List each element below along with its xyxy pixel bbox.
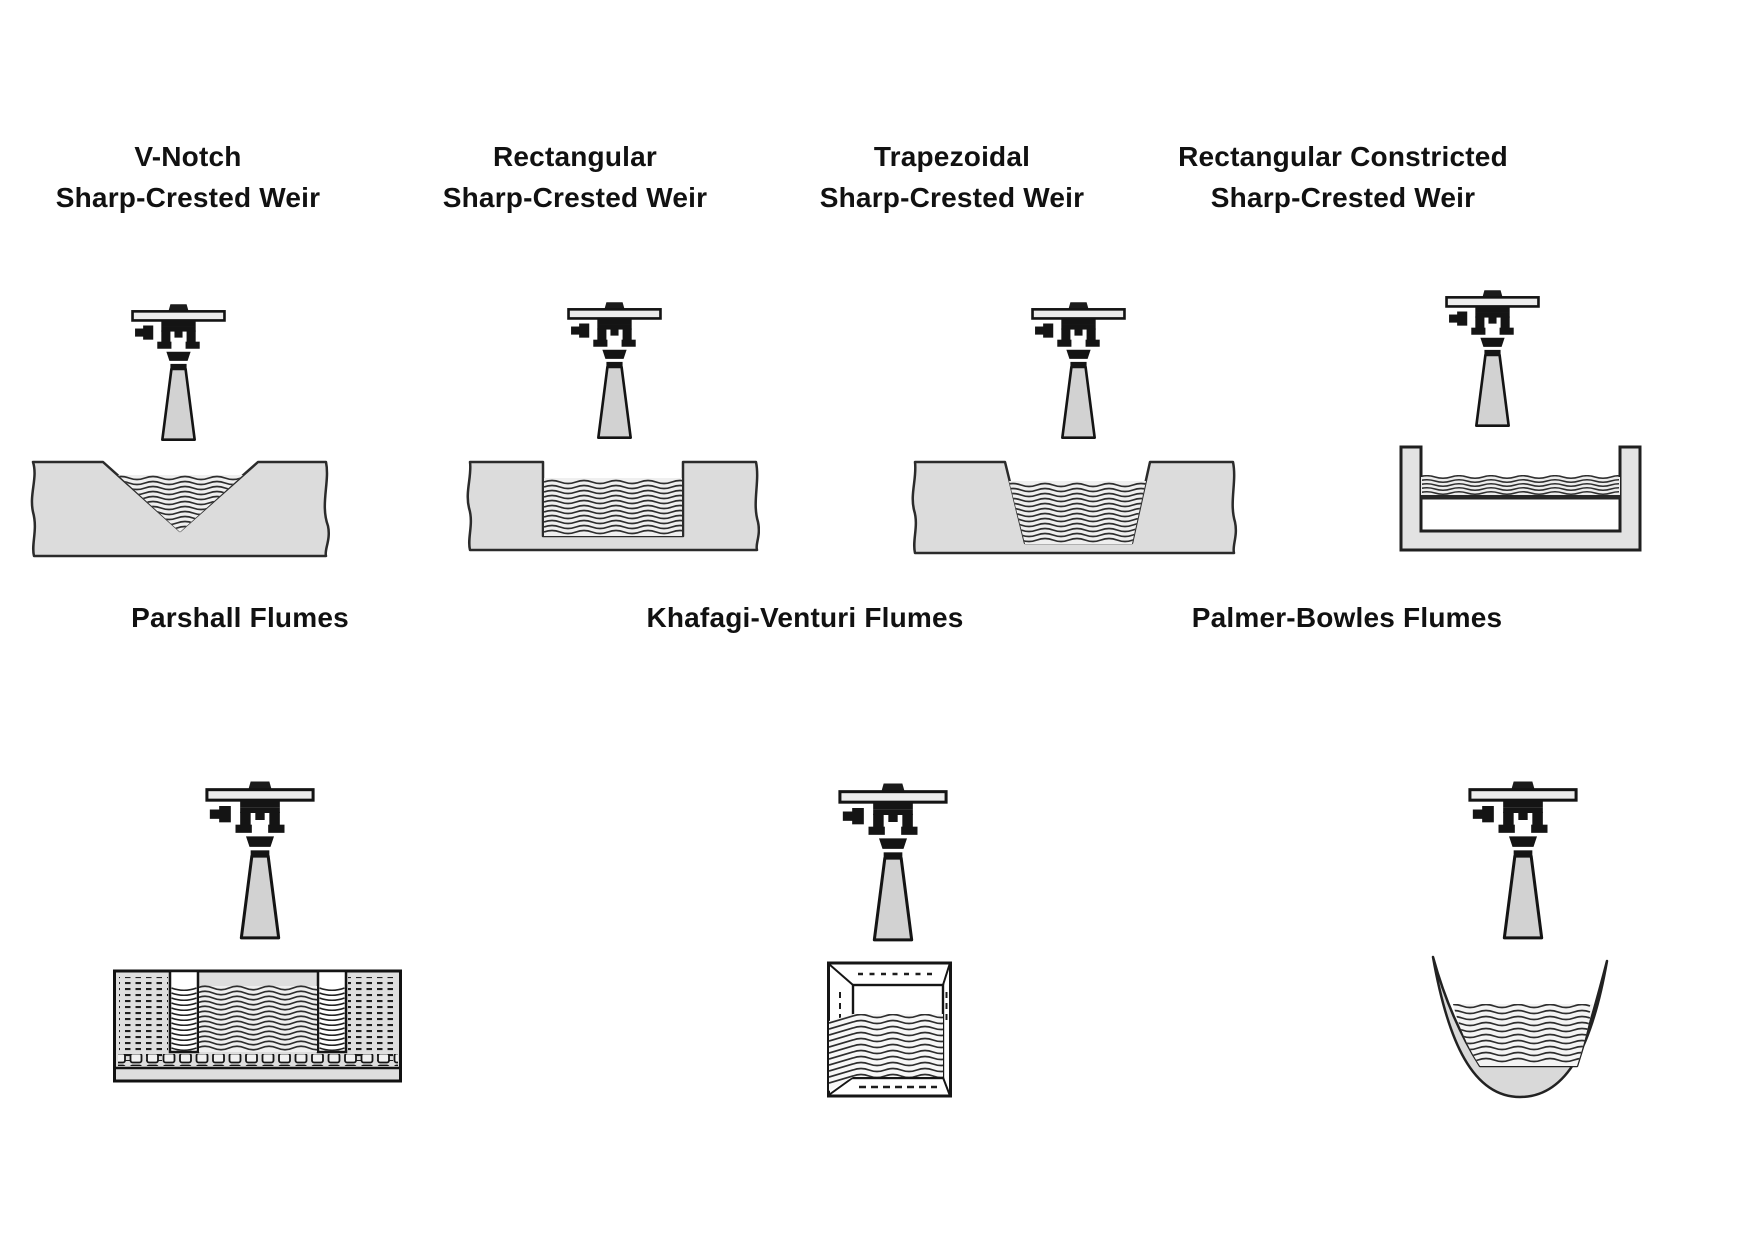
rect-constricted-weir-diagram [1399, 445, 1642, 552]
panel-title-trapezoidal: Trapezoidal Sharp-Crested Weir [791, 136, 1113, 218]
radar-sensor-icon [1444, 289, 1541, 431]
radar-sensor-icon [566, 301, 663, 443]
radar-level-sensor-icon [1468, 781, 1578, 940]
weir-crest-plate [1421, 495, 1620, 500]
panel-title-parshall: Parshall Flumes [79, 597, 401, 638]
rectangular-weir-diagram [466, 460, 760, 552]
radar-level-sensor-icon [838, 783, 948, 942]
radar-level-sensor-icon [1031, 302, 1126, 439]
radar-sensor-icon [130, 303, 227, 445]
radar-level-sensor-icon [131, 304, 226, 441]
palmer-bowles-flume-diagram [1431, 955, 1609, 1099]
title-line: Sharp-Crested Weir [1210, 182, 1476, 213]
title-line: Sharp-Crested Weir [819, 182, 1085, 213]
radar-sensor-icon [1467, 780, 1579, 944]
title-line: Palmer-Bowles Flumes [1191, 602, 1503, 633]
v-notch-weir-diagram [30, 460, 330, 558]
hatched-sidewall [119, 977, 168, 1061]
title-line: Rectangular Constricted [1178, 141, 1508, 172]
panel-title-v-notch: V-Notch Sharp-Crested Weir [27, 136, 349, 218]
title-line: Rectangular [492, 141, 658, 172]
floor-blocks [118, 1054, 398, 1066]
radar-sensor-icon [837, 782, 949, 946]
panel-title-palmer: Palmer-Bowles Flumes [1186, 597, 1508, 638]
trapezoidal-weir-diagram [911, 460, 1238, 555]
hatched-sidewall [348, 977, 397, 1061]
title-line: V-Notch [134, 141, 242, 172]
panel-title-khafagi: Khafagi-Venturi Flumes [644, 597, 966, 638]
title-line: Khafagi-Venturi Flumes [646, 602, 964, 633]
title-line: Sharp-Crested Weir [55, 182, 321, 213]
title-line: Parshall Flumes [131, 602, 349, 633]
radar-level-sensor-icon [205, 781, 315, 940]
khafagi-venturi-flume-diagram [827, 961, 952, 1098]
panel-title-rect-constricted: Rectangular Constricted Sharp-Crested We… [1158, 136, 1528, 218]
title-line: Trapezoidal [873, 141, 1031, 172]
radar-level-sensor-icon [1445, 290, 1540, 427]
radar-level-sensor-icon [567, 302, 662, 439]
title-line: Sharp-Crested Weir [442, 182, 708, 213]
panel-title-rectangular: Rectangular Sharp-Crested Weir [414, 136, 736, 218]
parshall-flume-diagram [113, 969, 402, 1083]
radar-sensor-icon [204, 780, 316, 944]
radar-sensor-icon [1030, 301, 1127, 443]
